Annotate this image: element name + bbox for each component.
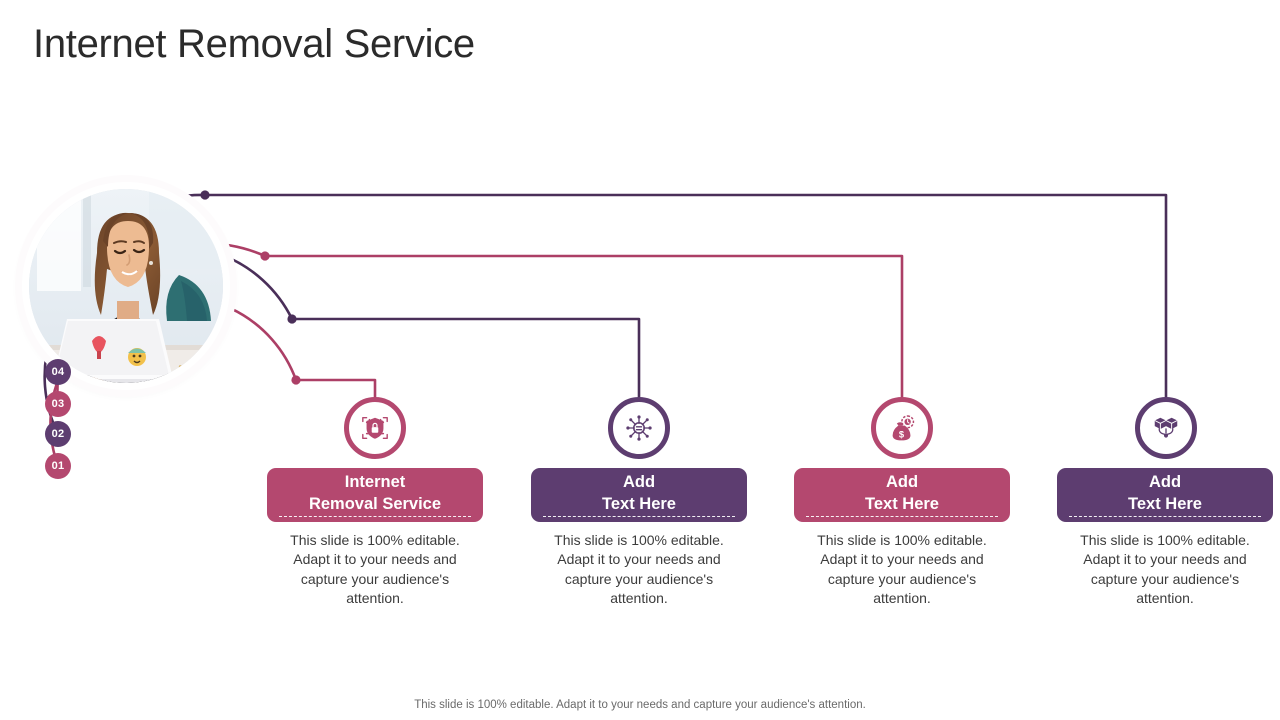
photo-circle bbox=[22, 182, 230, 390]
label-box-3-dash bbox=[806, 516, 998, 517]
label-box-4-dash bbox=[1069, 516, 1261, 517]
step-badge-03: 03 bbox=[45, 391, 71, 417]
label-box-3[interactable]: Add Text Here bbox=[794, 468, 1010, 522]
step-badge-01-label: 01 bbox=[51, 460, 65, 472]
icon-circle-2[interactable] bbox=[608, 397, 670, 459]
label-box-3-line1: Add bbox=[885, 472, 919, 491]
cyber-security-shield-icon bbox=[362, 416, 388, 440]
step-badge-02: 02 bbox=[45, 421, 71, 447]
label-box-1[interactable]: Internet Removal Service bbox=[267, 468, 483, 522]
step-badge-04: 04 bbox=[45, 359, 71, 385]
step-badge-03-label: 03 bbox=[51, 398, 65, 410]
label-box-1-line2: Removal Service bbox=[308, 495, 442, 513]
icon-circle-4[interactable] bbox=[1135, 397, 1197, 459]
label-box-2[interactable]: Add Text Here bbox=[531, 468, 747, 522]
label-box-4-line1: Add bbox=[1148, 472, 1182, 491]
label-box-4-line2: Text Here bbox=[1128, 495, 1202, 513]
label-box-2-line2: Text Here bbox=[602, 495, 676, 513]
label-box-3-line2: Text Here bbox=[865, 495, 939, 513]
blockchain-cubes-icon bbox=[1154, 417, 1178, 438]
step-badge-04-label: 04 bbox=[51, 366, 65, 378]
label-box-2-line1: Add bbox=[622, 472, 656, 491]
label-box-2-dash bbox=[543, 516, 735, 517]
money-bag-time-icon: $ bbox=[892, 415, 915, 441]
body-copy-2: This slide is 100% editable. Adapt it to… bbox=[554, 532, 724, 606]
step-badge-02-label: 02 bbox=[51, 428, 65, 440]
body-copy-3: This slide is 100% editable. Adapt it to… bbox=[817, 532, 987, 606]
network-hub-icon bbox=[626, 415, 652, 441]
body-copy-4: This slide is 100% editable. Adapt it to… bbox=[1080, 532, 1250, 606]
icon-circle-3[interactable]: $ bbox=[871, 397, 933, 459]
step-badge-01: 01 bbox=[45, 453, 71, 479]
icon-circle-1[interactable] bbox=[344, 397, 406, 459]
label-box-1-line1: Internet bbox=[344, 472, 406, 491]
footer-note: This slide is 100% editable. Adapt it to… bbox=[414, 699, 866, 711]
svg-text:$: $ bbox=[899, 429, 905, 439]
body-copy-1: This slide is 100% editable. Adapt it to… bbox=[290, 532, 460, 606]
photo-image bbox=[29, 189, 223, 383]
label-box-1-dash bbox=[279, 516, 471, 517]
page-title: Internet Removal Service bbox=[33, 22, 475, 66]
label-box-4[interactable]: Add Text Here bbox=[1057, 468, 1273, 522]
